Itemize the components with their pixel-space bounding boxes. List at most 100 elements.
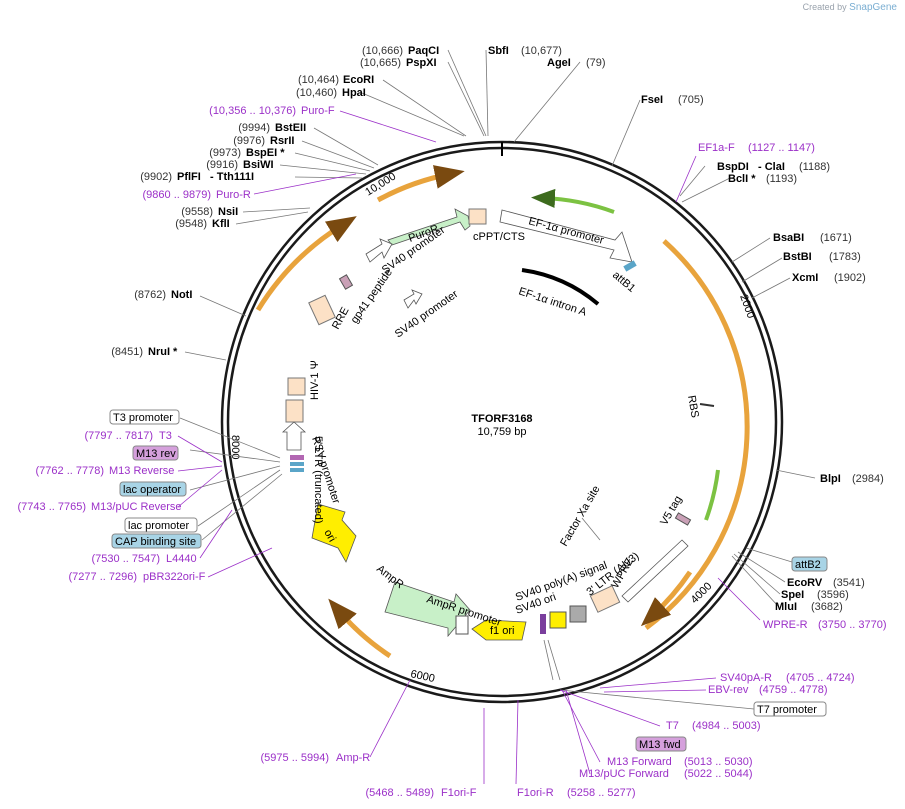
- site-bspdi: BspDI: [717, 161, 749, 173]
- primer-puro-f: Puro-F: [301, 105, 335, 117]
- site-spei-pos: (3596): [817, 589, 849, 601]
- primer-pbr322-pos: (7277 .. 7296): [69, 571, 138, 583]
- feature-5ltr: [285, 399, 304, 423]
- primer-m13-reverse: M13 Reverse: [109, 465, 174, 477]
- site-rsrii-pos: (9976): [233, 135, 265, 147]
- primer-leader-lines: [177, 110, 761, 785]
- site-bcli: BclI *: [728, 173, 756, 185]
- site-xcmi: XcmI: [792, 272, 818, 284]
- label-ori: ori: [321, 528, 338, 545]
- brand-created-by: Created by: [802, 2, 847, 12]
- feature-ampr: [384, 581, 471, 638]
- orf-arc-long-right: [644, 239, 750, 631]
- primer-ebv-rev: EBV-rev: [708, 684, 749, 696]
- site-nrui: NruI *: [148, 346, 178, 358]
- orf-arc-left: [255, 216, 357, 312]
- box-t7-promoter: T7 promoter: [757, 704, 817, 716]
- site-mlui-pos: (3682): [811, 601, 843, 613]
- orf-arcs: [255, 165, 750, 659]
- site-xcmi-pos: (1902): [834, 272, 866, 284]
- primer-puro-r-pos: (9860 .. 9879): [143, 189, 212, 201]
- label-sv40-promoter-2: SV40 promoter: [393, 288, 461, 340]
- primer-puc-forward-pos: (5022 .. 5044): [684, 768, 753, 780]
- primer-ef1a-f: EF1a-F: [698, 142, 735, 154]
- primer-ebv-rev-pos: (4759 .. 4778): [759, 684, 828, 696]
- site-fsei-pos: (705): [678, 94, 704, 106]
- plasmid-length: 10,759 bp: [478, 426, 527, 438]
- primer-ef1a-f-pos: (1127 .. 1147): [748, 142, 815, 154]
- feature-cppt: [468, 208, 487, 225]
- feature-3ltr: [589, 585, 621, 613]
- box-m13-fwd: M13 fwd: [639, 739, 681, 751]
- site-paqci-pos: (10,666): [362, 45, 403, 57]
- box-attb2: attB2: [795, 559, 821, 571]
- site-ecorv: EcoRV: [787, 577, 823, 589]
- site-bcli-pos: (1193): [766, 173, 797, 185]
- label-attb1: attB1: [610, 269, 637, 295]
- site-kfli: KflI: [212, 218, 230, 230]
- primer-sv40pa-r-pos: (4705 .. 4724): [786, 672, 855, 684]
- site-bsteii: BstEII: [275, 122, 306, 134]
- label-cppt: cPPT/CTS: [473, 231, 525, 243]
- feature-ef1a-intron: [521, 268, 600, 306]
- leader-lines: [179, 49, 816, 710]
- boxed-labels: T3 promoter M13 rev lac operator lac pro…: [109, 409, 828, 752]
- label-5ltr: 5' LTR (truncated): [312, 436, 324, 523]
- site-hpai-pos: (10,460): [296, 87, 337, 99]
- feature-sv40-polya: [549, 611, 567, 629]
- feature-attb1: [623, 260, 637, 272]
- plasmid-name: TFORF3168: [471, 413, 532, 425]
- site-hpai: HpaI: [342, 87, 366, 99]
- primer-puc-forward: M13/pUC Forward: [579, 768, 669, 780]
- feature-gray: [569, 605, 587, 623]
- label-gp41: gp41 peptide: [349, 267, 395, 326]
- box-t3-promoter: T3 promoter: [113, 412, 173, 424]
- primer-wpre-r: WPRE-R: [763, 619, 808, 631]
- primer-amp-r-pos: (5975 .. 5994): [261, 752, 330, 764]
- label-rbs: RBS: [685, 394, 701, 418]
- feature-lac-elements: [290, 455, 304, 460]
- site-nrui-pos: (8451): [111, 346, 143, 358]
- primer-puc-reverse: M13/pUC Reverse: [91, 501, 181, 513]
- orf-arc-puro: [376, 165, 465, 203]
- site-nsii-pos: (9558): [181, 206, 213, 218]
- primer-puro-r: Puro-R: [216, 189, 251, 201]
- site-bsiwi-pos: (9916): [206, 159, 238, 171]
- primer-m13-forward-pos: (5013 .. 5030): [684, 756, 753, 768]
- site-ecorv-pos: (3541): [833, 577, 865, 589]
- primer-puc-rev-pos: (7743 .. 7765): [18, 501, 87, 513]
- feature-sv40-promoter-1: [365, 238, 393, 263]
- feature-rbs: [699, 403, 715, 407]
- site-bsabi-pos: (1671): [820, 232, 852, 244]
- primer-puro-f-pos: (10,356 .. 10,376): [209, 105, 296, 117]
- feature-v5-tag: [674, 512, 692, 526]
- label-f1-ori: f1 ori: [490, 625, 514, 637]
- site-sbfi-pos: (10,677): [521, 45, 562, 57]
- feature-gp41: [338, 274, 354, 290]
- inner-features: [281, 208, 715, 641]
- box-lac-operator: lac operator: [123, 484, 181, 496]
- feature-lac-operator: [290, 462, 304, 466]
- site-tth111i: - Tth111I: [210, 171, 254, 183]
- primer-pbr322ori-f: pBR322ori-F: [143, 571, 206, 583]
- site-nsii: NsiI: [218, 206, 238, 218]
- primer-l4440-pos: (7530 .. 7547): [92, 553, 161, 565]
- label-v5-tag: V5 tag: [658, 494, 684, 528]
- site-agei: AgeI: [547, 57, 571, 69]
- box-m13-rev: M13 rev: [136, 448, 176, 460]
- box-cap-binding: CAP binding site: [115, 536, 196, 548]
- feature-puror: [387, 208, 471, 246]
- orf-arc-green-right: [704, 469, 720, 521]
- site-blpi-pos: (2984): [852, 473, 884, 485]
- site-pspxi-pos: (10,665): [360, 57, 401, 69]
- brand-name: SnapGene: [849, 2, 897, 13]
- feature-f1-ori: [471, 619, 527, 641]
- primer-t3-pos: (7797 .. 7817): [85, 430, 154, 442]
- site-bspei-pos: (9973): [209, 147, 241, 159]
- feature-rsv-promoter: [281, 421, 307, 451]
- primer-t3: T3: [159, 430, 172, 442]
- site-pflfi-pos: (9902): [140, 171, 172, 183]
- site-labels: (10,666) PaqCI (10,665) PspXI SbfI (10,6…: [111, 45, 884, 613]
- feature-sv40-ori: [540, 614, 546, 634]
